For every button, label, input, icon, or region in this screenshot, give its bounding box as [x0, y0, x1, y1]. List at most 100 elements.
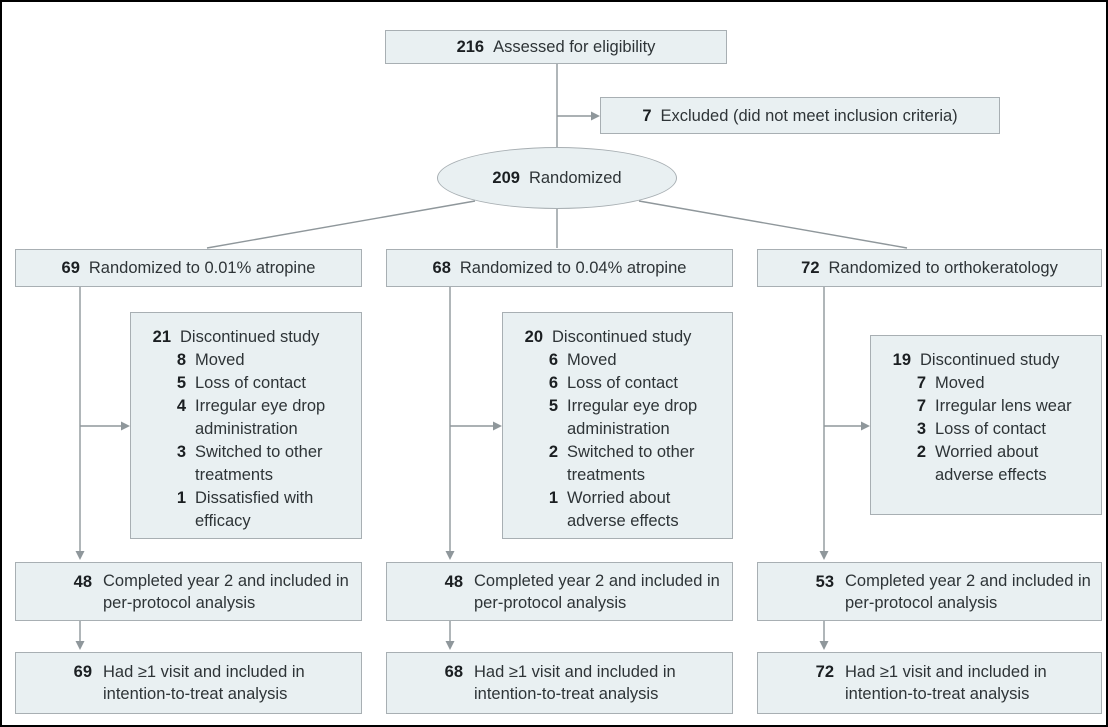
arm-label: Randomized to 0.01% atropine — [88, 259, 316, 277]
randomized-ellipse: 209 Randomized — [437, 147, 677, 209]
arrow-right-icon — [493, 421, 502, 431]
reason-count: 3 — [916, 420, 926, 438]
arm-box-0-04-atropine: 68 Randomized to 0.04% atropine — [386, 249, 733, 287]
itt-count: 69 — [73, 663, 92, 681]
randomized-count: 209 — [492, 169, 520, 187]
connector-randomized-to-left-arm — [206, 200, 476, 249]
completed-count: 48 — [444, 573, 463, 591]
reason-row: 5 Loss of contact — [171, 372, 355, 395]
arrow-down-icon — [445, 641, 455, 650]
arm-box-0-01-atropine: 69 Randomized to 0.01% atropine — [15, 249, 362, 287]
excluded-box: 7 Excluded (did not meet inclusion crite… — [600, 97, 1000, 134]
discontinued-main-row: 19 Discontinued study — [887, 349, 1095, 372]
discontinued-label: Discontinued study — [180, 328, 320, 346]
reason-count: 1 — [548, 489, 558, 507]
reason-row: 7 Moved — [911, 372, 1095, 395]
reason-count: 1 — [176, 489, 186, 507]
arrow-down-icon — [819, 551, 829, 560]
arm-count: 69 — [61, 259, 80, 277]
reason-label: Loss of contact — [567, 374, 678, 392]
completed-label: Completed year 2 and included in per-pro… — [474, 571, 720, 612]
arrow-right-icon — [121, 421, 130, 431]
discontinued-main-row: 21 Discontinued study — [147, 326, 355, 349]
assessed-count: 216 — [456, 38, 485, 56]
arrow-down-icon — [75, 641, 85, 650]
reason-count: 7 — [916, 374, 926, 392]
completed-box-orthokeratology: 53 Completed year 2 and included in per-… — [757, 562, 1102, 621]
arrow-right-icon — [591, 111, 600, 121]
reason-row: 1 Worried about adverse effects — [543, 487, 726, 533]
randomized-label: Randomized — [528, 169, 622, 187]
itt-box-0-01-atropine: 69 Had ≥1 visit and included in intentio… — [15, 652, 362, 714]
arm-count: 68 — [432, 259, 451, 277]
discontinued-label: Discontinued study — [552, 328, 692, 346]
reason-row: 7 Irregular lens wear — [911, 395, 1095, 418]
completed-label: Completed year 2 and included in per-pro… — [103, 571, 349, 612]
reason-label: Moved — [935, 374, 985, 392]
discontinued-count: 19 — [892, 351, 911, 369]
itt-box-orthokeratology: 72 Had ≥1 visit and included in intentio… — [757, 652, 1102, 714]
reason-label: Moved — [195, 351, 245, 369]
arm-count: 72 — [801, 259, 820, 277]
reason-label: Irregular eye drop administration — [195, 397, 326, 438]
assessed-label: Assessed for eligibility — [493, 38, 656, 56]
itt-label: Had ≥1 visit and included in intention-t… — [474, 663, 676, 703]
arm-label: Randomized to 0.04% atropine — [459, 259, 687, 277]
itt-label: Had ≥1 visit and included in intention-t… — [103, 663, 305, 703]
reason-count: 5 — [176, 374, 186, 392]
reason-label: Switched to other treatments — [567, 443, 695, 484]
excluded-count: 7 — [642, 106, 652, 125]
reason-label: Dissatisfied with efficacy — [195, 489, 314, 530]
completed-count: 48 — [73, 573, 92, 591]
excluded-label: Excluded (did not meet inclusion criteri… — [660, 106, 958, 125]
discontinued-box-orthokeratology: 19 Discontinued study 7 Moved 7 Irregula… — [870, 335, 1102, 515]
discontinued-label: Discontinued study — [920, 351, 1060, 369]
reason-row: 2 Switched to other treatments — [543, 441, 726, 487]
reason-row: 1 Dissatisfied with efficacy — [171, 487, 355, 533]
discontinued-count: 21 — [152, 328, 171, 346]
reason-label: Worried about adverse effects — [567, 489, 679, 530]
reason-label: Loss of contact — [195, 374, 306, 392]
reason-count: 6 — [548, 351, 558, 369]
arm-box-orthokeratology: 72 Randomized to orthokeratology — [757, 249, 1102, 287]
reason-label: Irregular eye drop administration — [567, 397, 698, 438]
completed-box-0-04-atropine: 48 Completed year 2 and included in per-… — [386, 562, 733, 621]
reason-row: 8 Moved — [171, 349, 355, 372]
discontinued-count: 20 — [524, 328, 543, 346]
connector-randomized-to-right-arm — [638, 200, 908, 249]
reason-label: Worried about adverse effects — [935, 443, 1047, 484]
arm-label: Randomized to orthokeratology — [828, 259, 1058, 277]
discontinued-main-row: 20 Discontinued study — [519, 326, 726, 349]
reason-row: 3 Loss of contact — [911, 418, 1095, 441]
reason-count: 2 — [916, 443, 926, 461]
reason-row: 6 Moved — [543, 349, 726, 372]
reason-count: 6 — [548, 374, 558, 392]
reason-row: 2 Worried about adverse effects — [911, 441, 1095, 487]
reason-count: 2 — [548, 443, 558, 461]
arrow-down-icon — [445, 551, 455, 560]
reason-label: Irregular lens wear — [935, 397, 1072, 415]
reason-row: 4 Irregular eye drop administration — [171, 395, 355, 441]
discontinued-box-0-04-atropine: 20 Discontinued study 6 Moved 6 Loss of … — [502, 312, 733, 539]
reason-count: 3 — [176, 443, 186, 461]
arrow-right-icon — [861, 421, 870, 431]
reason-row: 3 Switched to other treatments — [171, 441, 355, 487]
itt-label: Had ≥1 visit and included in intention-t… — [845, 663, 1047, 703]
completed-count: 53 — [815, 573, 834, 591]
reason-label: Loss of contact — [935, 420, 1046, 438]
reason-label: Moved — [567, 351, 617, 369]
arrow-down-icon — [819, 641, 829, 650]
itt-box-0-04-atropine: 68 Had ≥1 visit and included in intentio… — [386, 652, 733, 714]
reason-row: 5 Irregular eye drop administration — [543, 395, 726, 441]
reason-row: 6 Loss of contact — [543, 372, 726, 395]
reason-count: 4 — [176, 397, 186, 415]
completed-label: Completed year 2 and included in per-pro… — [845, 571, 1091, 612]
reason-label: Switched to other treatments — [195, 443, 323, 484]
completed-box-0-01-atropine: 48 Completed year 2 and included in per-… — [15, 562, 362, 621]
reason-count: 8 — [176, 351, 186, 369]
reason-count: 7 — [916, 397, 926, 415]
discontinued-box-0-01-atropine: 21 Discontinued study 8 Moved 5 Loss of … — [130, 312, 362, 539]
assessed-for-eligibility-box: 216 Assessed for eligibility — [385, 30, 727, 64]
